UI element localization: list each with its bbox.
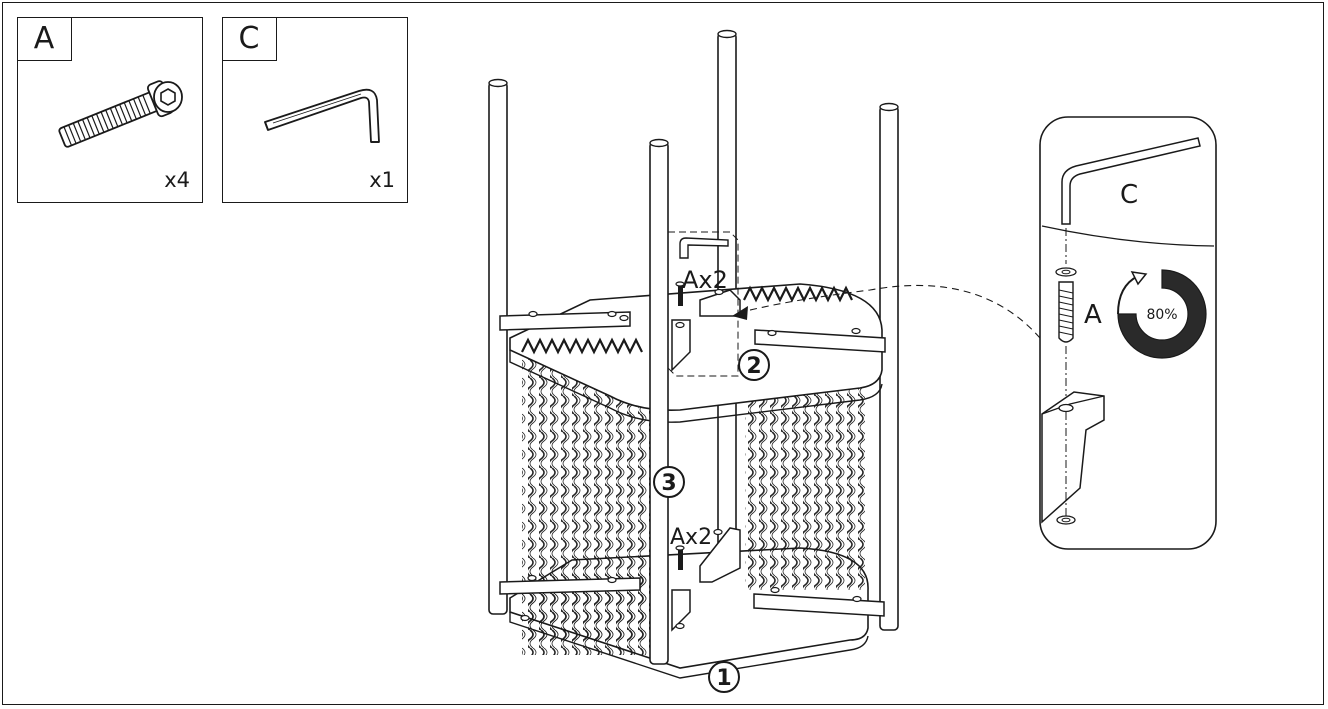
bracket-bottom-front [671, 589, 691, 632]
bracket-detail [1041, 391, 1105, 524]
step-3-label: 3 [661, 471, 676, 496]
tighten-gauge: 80% [1117, 269, 1207, 359]
bracket-bottom-back [699, 527, 741, 583]
connector-arrowhead [732, 306, 748, 320]
detail-panel: C A 80% [1039, 116, 1217, 550]
cord-row-top-right [743, 285, 853, 303]
detail-inset-top [667, 231, 739, 377]
part-quantity: x1 [369, 168, 395, 192]
detail-tool-label: C [1120, 180, 1138, 210]
tighten-percent: 80% [1146, 307, 1177, 323]
part-box-a: A x4 [16, 16, 203, 203]
top-screw-callout: Ax2 [682, 266, 728, 294]
hex-key-detail [1061, 137, 1201, 225]
cord-row-top-left [521, 337, 643, 355]
bracket-bottom-left [499, 577, 641, 595]
detail-screw-label: A [1084, 300, 1102, 330]
cord-panel-right [745, 370, 865, 590]
step-3-marker: 3 [653, 466, 685, 498]
bracket-top-front [671, 319, 691, 372]
part-box-c: C x1 [221, 16, 408, 203]
step-1-marker: 1 [708, 661, 740, 693]
bracket-top-back [699, 289, 741, 317]
bracket-bottom-right [753, 593, 885, 617]
hex-key-top [679, 237, 729, 259]
leg-back-left [488, 81, 508, 615]
part-letter: C [221, 16, 277, 61]
screw-bottom [678, 548, 683, 570]
detail-connector [741, 284, 1041, 339]
bottom-screw-callout: Ax2 [670, 525, 712, 550]
leg-front [649, 141, 669, 665]
bracket-top-right [754, 329, 886, 353]
socket-screw-icon [58, 80, 183, 148]
part-letter: A [16, 16, 72, 61]
step-1-label: 1 [716, 666, 731, 691]
part-quantity: x4 [164, 168, 190, 192]
screw-top [678, 284, 683, 306]
step-2-label: 2 [746, 354, 761, 379]
step-2-marker: 2 [738, 349, 770, 381]
hex-key-icon [264, 88, 380, 143]
